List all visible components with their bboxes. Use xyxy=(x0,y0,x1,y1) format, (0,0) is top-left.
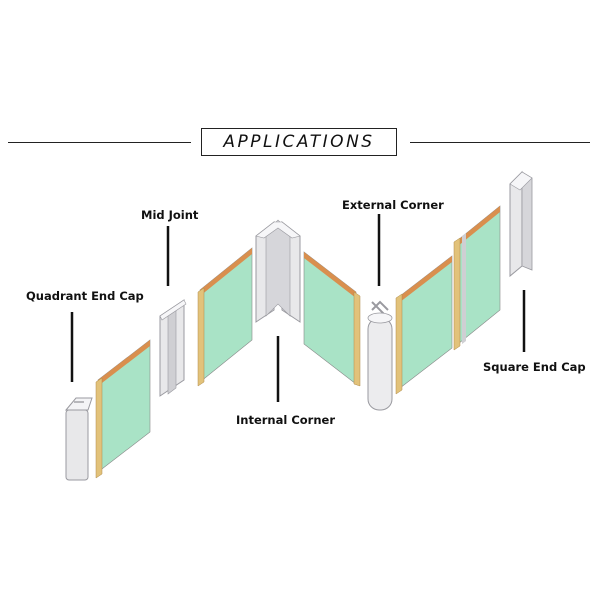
panel-1 xyxy=(95,339,151,479)
mid-joint-profile xyxy=(159,299,187,397)
label-internal-corner: Internal Corner xyxy=(236,413,335,427)
label-quadrant-end-cap: Quadrant End Cap xyxy=(26,289,144,303)
square-end-cap-profile xyxy=(509,170,533,278)
label-mid-joint: Mid Joint xyxy=(141,208,199,222)
header-rule-left xyxy=(8,142,191,143)
panel-4 xyxy=(395,255,453,395)
quadrant-end-cap-profile xyxy=(64,397,93,481)
leader-lines xyxy=(70,214,526,402)
label-square-end-cap: Square End Cap xyxy=(483,360,586,374)
panel-5 xyxy=(453,205,501,351)
panel-3 xyxy=(303,251,361,387)
header-rule-right xyxy=(410,142,590,143)
label-external-corner: External Corner xyxy=(342,198,444,212)
external-corner-profile xyxy=(367,300,393,411)
panel-2 xyxy=(197,247,253,387)
internal-corner-profile xyxy=(255,219,301,323)
page-title: APPLICATIONS xyxy=(201,128,397,156)
